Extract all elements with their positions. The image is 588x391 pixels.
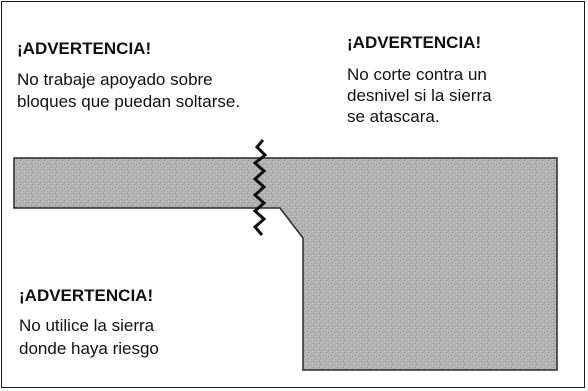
warning-title: ¡ADVERTENCIA!: [347, 33, 482, 52]
warning-title: ¡ADVERTENCIA!: [19, 286, 154, 305]
warning-text: No corte contra un desnivel si la sierra…: [347, 65, 492, 126]
warning-loose-blocks: ¡ADVERTENCIA! No trabaje apoyado sobre b…: [17, 39, 240, 113]
crack-line: [252, 139, 268, 236]
concrete-slab-shape: [13, 157, 558, 371]
warning-risk-area: ¡ADVERTENCIA! No utilice la sierra donde…: [19, 286, 159, 360]
warning-text: No utilice la sierra donde haya riesgo: [19, 316, 159, 358]
warning-text: No trabaje apoyado sobre bloques que pue…: [17, 70, 241, 111]
warning-uneven-cut: ¡ADVERTENCIA! No corte contra un desnive…: [347, 33, 492, 127]
warning-title: ¡ADVERTENCIA!: [17, 39, 152, 58]
